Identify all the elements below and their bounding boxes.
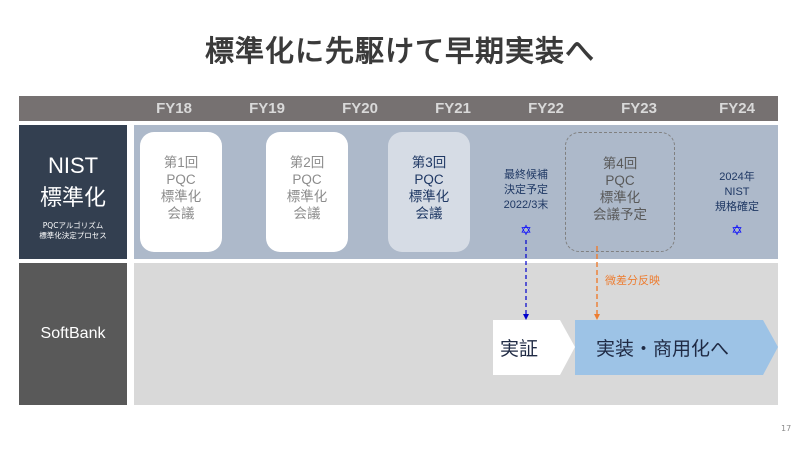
phase-implementation-chevron (575, 320, 778, 375)
year-label: FY21 (435, 100, 471, 117)
page-number: 17 (781, 424, 792, 433)
year-label: FY24 (719, 100, 755, 117)
arrowhead-icon (594, 314, 600, 320)
nist-subtitle: PQCアルゴリズム 標準化決定プロセス (39, 221, 107, 240)
timeline-header: FY18 FY19 FY20 FY21 FY22 FY23 FY24 (19, 96, 778, 121)
phase-implementation-label: 実装・商用化へ (596, 338, 730, 360)
nist-row-label: NIST 標準化 PQCアルゴリズム 標準化決定プロセス (19, 125, 127, 259)
phase-verification-chevron (493, 320, 575, 375)
phase-verification-label: 実証 (500, 338, 539, 360)
nist-title-sub: 標準化 (39, 186, 106, 211)
year-label: FY23 (621, 100, 657, 117)
arrowhead-icon (523, 314, 529, 320)
year-label: FY19 (249, 100, 285, 117)
slide-title: 標準化に先駆けて早期実装へ (204, 34, 595, 68)
year-label: FY18 (156, 100, 192, 117)
softbank-row-label: SoftBank (19, 263, 127, 405)
year-label: FY22 (528, 100, 564, 117)
star-icon: ✡ (731, 223, 743, 239)
diff-reflect-annotation: 微差分反映 (605, 274, 660, 287)
year-label: FY20 (342, 100, 378, 117)
nist-title: NIST (47, 153, 99, 178)
star-icon: ✡ (520, 223, 532, 239)
